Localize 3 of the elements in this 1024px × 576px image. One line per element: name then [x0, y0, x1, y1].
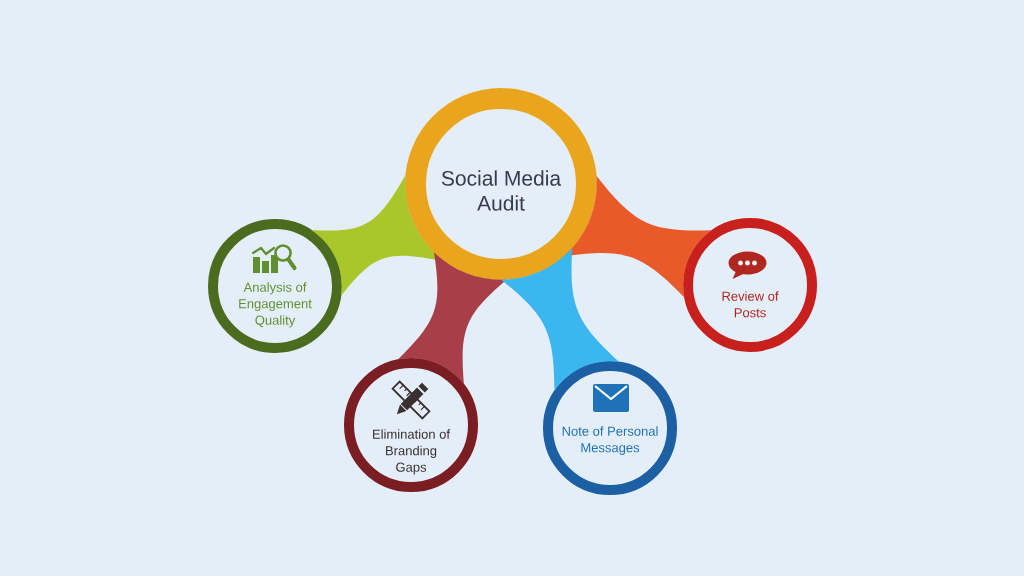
circle-node: Elimination of Branding Gaps	[344, 358, 478, 492]
connector-band	[501, 247, 620, 391]
circle-node: Social Media Audit	[405, 88, 597, 280]
